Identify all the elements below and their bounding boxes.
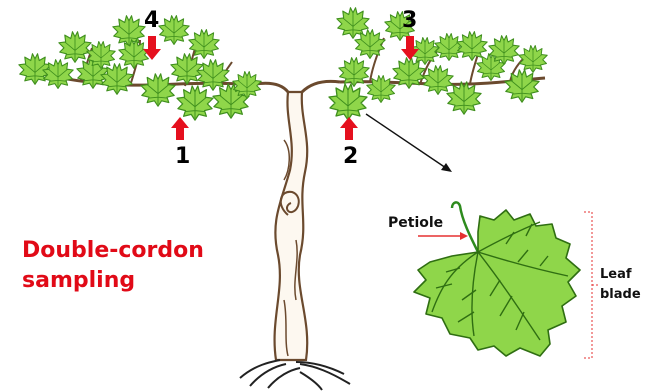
- sampling-arrow-1: [171, 117, 189, 140]
- vine-trunk: [250, 81, 340, 360]
- position-label-1: 1: [175, 144, 190, 169]
- diagram-title: Double-cordon sampling: [22, 236, 204, 296]
- left-cordon-leaves: [19, 16, 261, 121]
- petiole-stem: [452, 202, 478, 252]
- vine-roots: [240, 360, 350, 390]
- sampling-arrow-2: [340, 117, 358, 140]
- position-label-4: 4: [144, 8, 159, 33]
- zoom-pointer-arrow: [366, 114, 452, 172]
- title-line-1: Double-cordon: [22, 236, 204, 266]
- position-label-3: 3: [402, 8, 417, 33]
- title-line-2: sampling: [22, 266, 204, 296]
- leaf-blade-label-line1: Leaf: [600, 267, 632, 282]
- petiole-pointer: [418, 232, 468, 240]
- leaf-blade-bracket: [584, 212, 598, 358]
- right-cordon-leaves: [329, 8, 547, 120]
- petiole-label: Petiole: [388, 215, 443, 231]
- leaf-blade-label-line2: blade: [600, 287, 641, 302]
- position-label-2: 2: [343, 144, 358, 169]
